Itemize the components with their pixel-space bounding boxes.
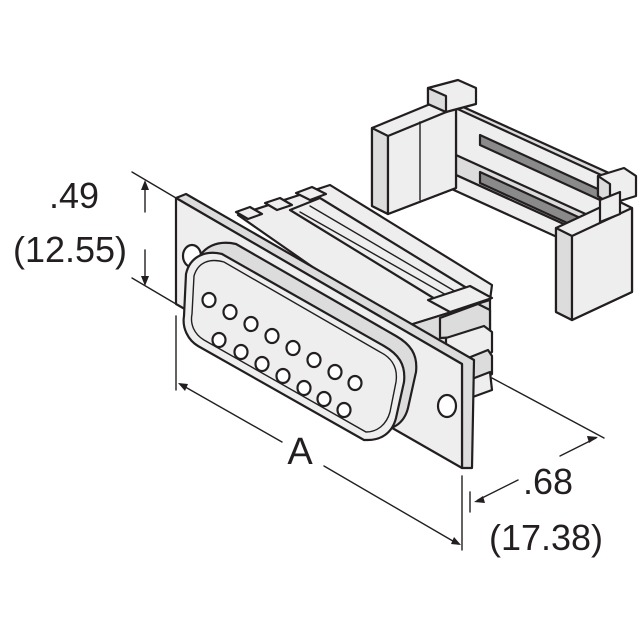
- arrow-right-icon: [451, 537, 461, 545]
- arrow-up-right-icon: [587, 436, 598, 443]
- arrow-up-icon: [141, 180, 149, 190]
- dimension-height: [131, 171, 177, 305]
- pin-socket: [347, 374, 363, 392]
- pin-socket: [254, 355, 270, 373]
- mounting-hole-right: [436, 393, 458, 419]
- depth-millimeters-label: (17.38): [489, 517, 603, 558]
- pin-socket: [336, 401, 352, 419]
- pin-socket: [285, 339, 301, 357]
- depth-inches-label: .68: [523, 461, 573, 502]
- pin-row-top: [201, 291, 363, 392]
- pin-socket: [233, 343, 249, 361]
- height-inches-label: .49: [49, 175, 99, 216]
- pin-row-bottom: [211, 331, 352, 419]
- pin-socket: [243, 315, 259, 333]
- pin-sockets: [201, 291, 363, 419]
- pin-socket: [264, 327, 280, 345]
- pin-socket: [327, 363, 343, 381]
- dimension-depth: [469, 377, 605, 513]
- width-label: A: [287, 431, 313, 473]
- dimension-width: [175, 315, 463, 551]
- pin-socket: [306, 351, 322, 369]
- pin-socket: [201, 291, 217, 309]
- arrow-down-left-icon: [474, 496, 485, 503]
- pin-socket: [222, 303, 238, 321]
- idc-cover-clip: [370, 78, 638, 322]
- arrow-down-icon: [141, 276, 149, 286]
- pin-socket: [296, 379, 312, 397]
- pin-socket: [316, 390, 332, 408]
- height-millimeters-label: (12.55): [13, 229, 127, 270]
- pin-socket: [275, 367, 291, 385]
- arrow-left-icon: [178, 383, 188, 391]
- pin-socket: [211, 331, 227, 349]
